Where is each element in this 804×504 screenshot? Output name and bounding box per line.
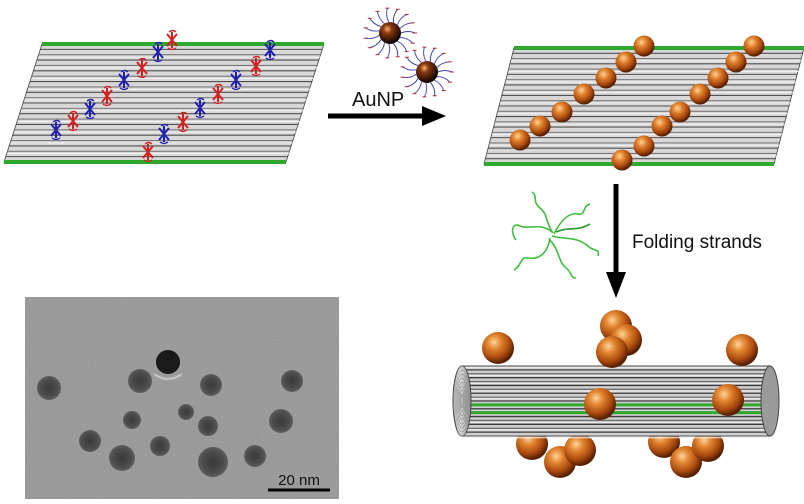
capture-probe — [101, 85, 113, 107]
origami-sheet-with-gold-particles — [483, 35, 804, 171]
gold-particle — [712, 384, 744, 416]
aunp-label: AuNP — [352, 89, 404, 111]
aunp-particle — [363, 7, 417, 59]
gold-particle — [584, 388, 616, 420]
capture-probe — [166, 29, 178, 51]
capture-probe — [230, 69, 242, 91]
tem-nanoparticle — [128, 369, 152, 393]
aunp-particle — [400, 46, 454, 98]
gold-particle — [725, 51, 747, 73]
tem-nanoparticle — [37, 376, 61, 400]
gold-particle — [551, 101, 573, 123]
capture-probe — [67, 110, 79, 132]
rolled-origami-tube-with-particles — [452, 310, 780, 478]
gold-particle — [670, 446, 702, 478]
tem-nanoparticle — [123, 411, 141, 429]
tem-nanoparticle — [281, 370, 303, 392]
capture-probe — [177, 111, 189, 133]
gold-particle — [564, 434, 596, 466]
gold-particle — [596, 336, 628, 368]
capture-probe — [158, 123, 170, 145]
gold-particle — [669, 101, 691, 123]
gold-particle — [743, 35, 765, 57]
gold-particle — [509, 129, 531, 151]
step-arrow-aunp: AuNP — [328, 89, 446, 126]
capture-probe — [212, 83, 224, 105]
gold-particle — [726, 334, 758, 366]
gold-particle — [611, 149, 633, 171]
capture-probe — [50, 119, 62, 141]
capture-probe — [136, 57, 148, 79]
gold-particle — [595, 67, 617, 89]
tem-nanoparticle — [178, 404, 194, 420]
gold-particle — [482, 332, 514, 364]
scale-bar-label: 20 nm — [278, 472, 320, 489]
gold-particle — [633, 135, 655, 157]
folding-strands-icon — [511, 191, 600, 279]
gold-particle — [651, 115, 673, 137]
step-arrow-folding: Folding strands — [606, 184, 762, 298]
tem-nanoparticle — [198, 416, 218, 436]
tem-nanoparticle — [244, 445, 266, 467]
gold-particle — [529, 115, 551, 137]
gold-nanoparticle-with-dna — [363, 7, 454, 98]
tem-nanoparticle — [109, 445, 135, 471]
capture-probe — [142, 141, 154, 163]
tem-micrograph: 20 nm — [25, 297, 339, 499]
tem-nanoparticle — [200, 374, 222, 396]
tem-nanoparticle — [79, 430, 101, 452]
tem-nanoparticle — [198, 447, 228, 477]
gold-particle — [615, 51, 637, 73]
capture-probe — [118, 69, 130, 91]
capture-probe — [84, 98, 96, 120]
origami-sheet-with-probes — [3, 29, 325, 164]
gold-particle — [633, 35, 655, 57]
capture-probe — [152, 41, 164, 63]
gold-particle — [689, 83, 711, 105]
folding-strands-label: Folding strands — [632, 232, 762, 253]
tem-nanoparticle — [150, 436, 170, 456]
capture-probe — [194, 97, 206, 119]
gold-particle — [707, 67, 729, 89]
tem-nanoparticle — [269, 409, 293, 433]
capture-probe — [264, 39, 276, 61]
capture-probe — [250, 55, 262, 77]
gold-particle — [573, 83, 595, 105]
